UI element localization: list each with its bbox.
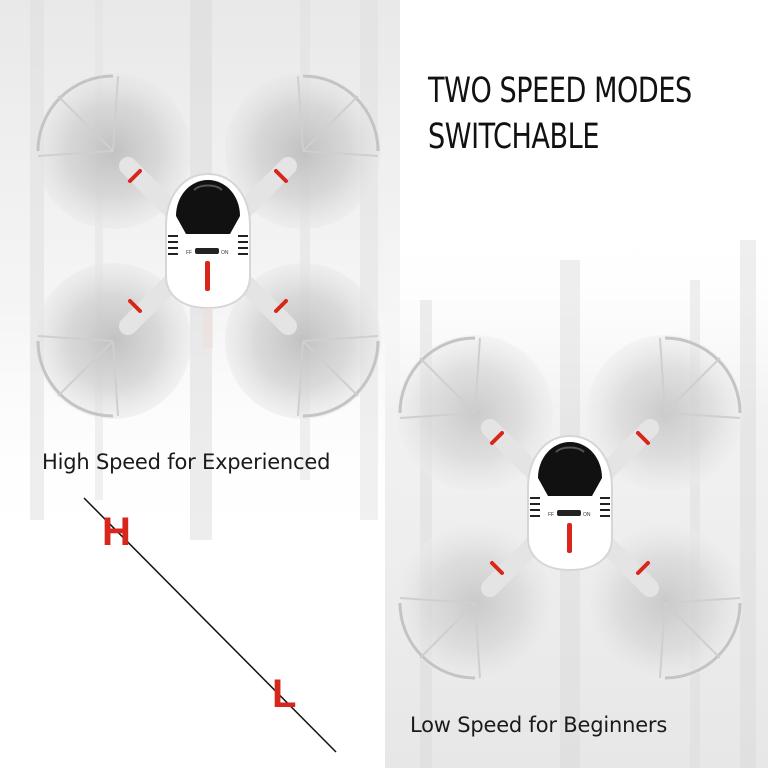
switch-off-label: FF bbox=[186, 250, 192, 256]
drone-low-speed: FF ON bbox=[397, 335, 743, 681]
speed-switch-line bbox=[83, 497, 337, 753]
headline-line-2: SWITCHABLE bbox=[428, 117, 600, 157]
speed-letter-high: H bbox=[102, 510, 131, 554]
caption-low-speed: Low Speed for Beginners bbox=[410, 713, 668, 737]
switch-on-label: ON bbox=[221, 250, 229, 256]
motor-accents bbox=[490, 431, 650, 575]
headline: TWO SPEED MODES SWITCHABLE bbox=[428, 68, 758, 160]
speed-letter-low: L bbox=[272, 672, 297, 716]
caption-high-speed: High Speed for Experienced bbox=[42, 450, 331, 474]
switch-on-label: ON bbox=[583, 512, 591, 518]
drone-body: FF ON bbox=[527, 434, 613, 572]
drone-high-speed: FF ON bbox=[35, 73, 381, 419]
drone-body: FF ON bbox=[165, 172, 251, 310]
motor-accents bbox=[128, 169, 288, 313]
switch-off-label: FF bbox=[548, 512, 554, 518]
headline-line-1: TWO SPEED MODES bbox=[428, 71, 692, 111]
